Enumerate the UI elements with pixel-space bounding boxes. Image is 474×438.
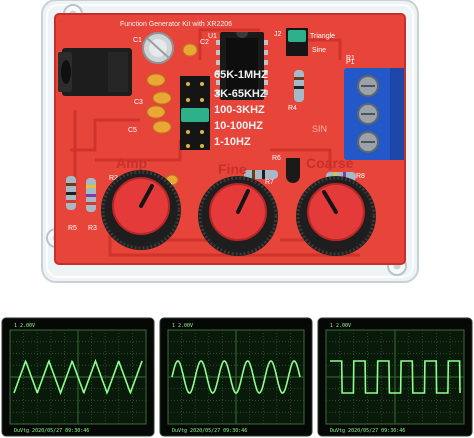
sine-label: Sine (312, 47, 326, 54)
svg-text:100-3KHZ: 100-3KHZ (214, 104, 265, 116)
coarse-label: Coarse (306, 155, 354, 171)
screw-terminal (344, 68, 404, 160)
oscilloscope-triangle: 1 2.00V DuVtg 2020/05/27 09:30:46 (1, 317, 155, 437)
svg-text:R8: R8 (356, 173, 365, 180)
svg-text:C2: C2 (200, 39, 209, 46)
dc-power-jack (58, 48, 132, 96)
coarse-knob[interactable] (296, 176, 376, 256)
amp-label: Amp (116, 155, 147, 171)
triangle-label: Triangle (310, 33, 335, 40)
oscilloscope-square: 1 2.00V DuVtg 2020/05/27 09:30:46 (317, 317, 473, 437)
pcb-traces (70, 28, 360, 257)
electrolytic-capacitor (142, 32, 174, 64)
frequency-range-labels: 65K-1MHZ 3K-65KHZ 100-3KHZ 10-100HZ 1-10… (214, 69, 268, 148)
svg-text:U1: U1 (208, 33, 217, 40)
svg-text:C5: C5 (128, 127, 137, 134)
board-title: Function Generator Kit with XR2206 (120, 21, 232, 28)
svg-text:65K-1MHZ: 65K-1MHZ (214, 69, 268, 81)
svg-text:10-100HZ: 10-100HZ (214, 120, 263, 132)
waveform-jumper (286, 28, 308, 56)
svg-text:J2: J2 (274, 31, 282, 38)
waveform-trace (13, 358, 143, 396)
svg-text:3K-65KHZ: 3K-65KHZ (214, 88, 267, 100)
oscilloscope-sine: 1 2.00V DuVtg 2020/05/27 09:30:46 (159, 317, 313, 437)
fine-label: Fine (218, 161, 247, 177)
waveform-trace (330, 360, 461, 394)
svg-text:C3: C3 (134, 99, 143, 106)
scope-scale-text: 1 2.00V (14, 323, 35, 329)
scope-scale-text: 1 2.00V (172, 323, 193, 329)
ceramic-capacitors (146, 43, 198, 186)
svg-text:R3: R3 (88, 225, 97, 232)
xr2206-ic (216, 32, 268, 100)
waveform-trace (171, 360, 301, 394)
svg-text:R1: R1 (346, 55, 355, 62)
scope-status-text: DuVtg 2020/05/27 09:30:46 (330, 428, 405, 434)
scope-status-text: DuVtg 2020/05/27 09:30:46 (14, 428, 89, 434)
svg-text:1-10HZ: 1-10HZ (214, 136, 251, 148)
transistor (286, 158, 300, 183)
svg-text:R6: R6 (272, 155, 281, 162)
sin-label: SIN (312, 124, 327, 134)
svg-text:R7: R7 (265, 179, 274, 186)
scope-status-text: DuVtg 2020/05/27 09:30:46 (172, 428, 247, 434)
fine-knob[interactable] (198, 176, 278, 256)
svg-text:R4: R4 (288, 105, 297, 112)
range-jumper-header (180, 76, 210, 150)
svg-text:P1: P1 (346, 59, 355, 66)
svg-text:R5: R5 (68, 225, 77, 232)
amp-knob[interactable] (101, 170, 181, 250)
svg-text:C1: C1 (133, 37, 142, 44)
svg-text:R2: R2 (109, 175, 118, 182)
scope-scale-text: 1 2.00V (330, 323, 351, 329)
